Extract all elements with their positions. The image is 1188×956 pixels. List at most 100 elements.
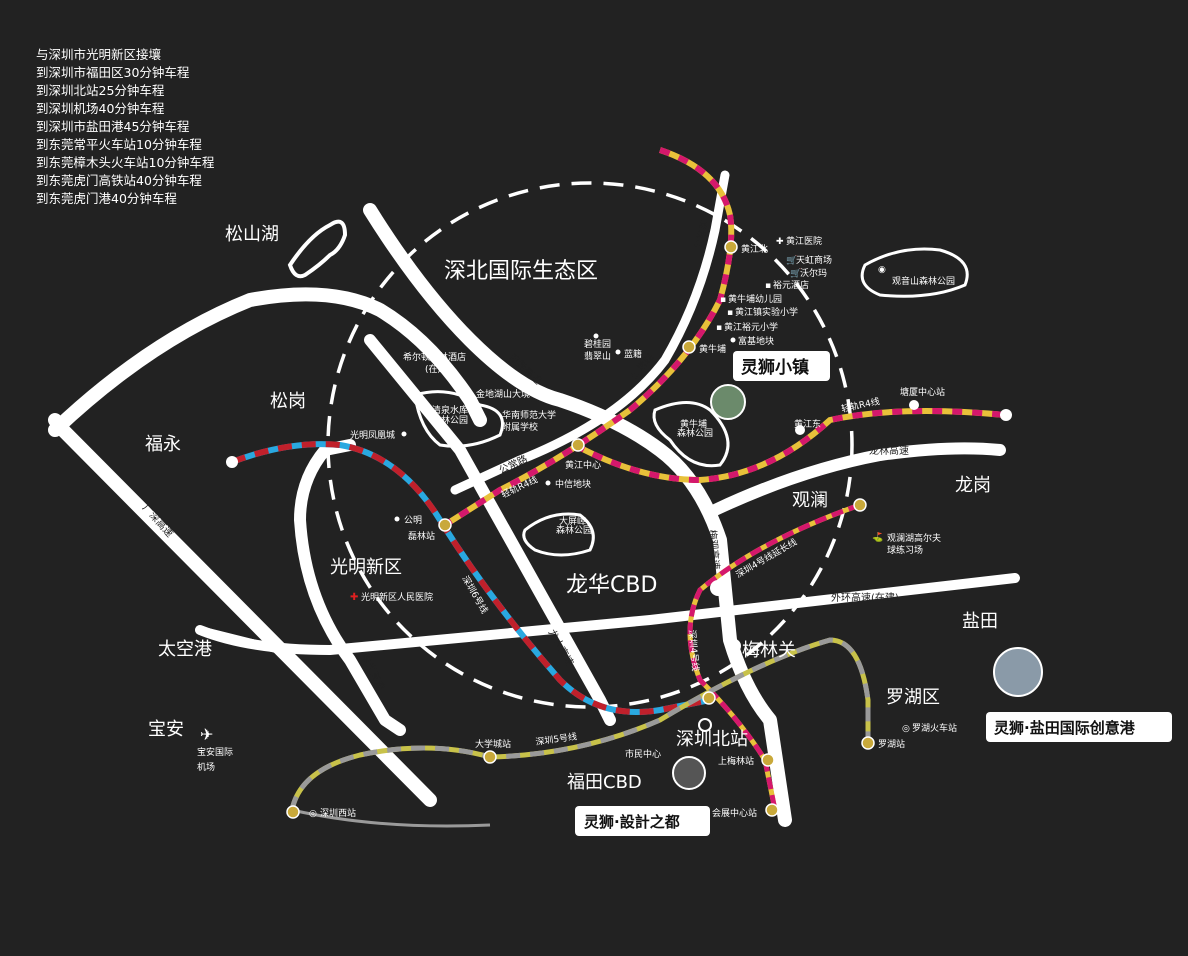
poi-tangxia: 塘厦中心站	[900, 386, 945, 398]
poi-huanan: 华南师范大学	[502, 409, 556, 421]
shopping-cart-icon: 🛒	[786, 254, 797, 266]
poi-huanan-sub: 附属学校	[502, 421, 538, 433]
poi-hilton: 希尔顿逸林酒店	[403, 351, 466, 363]
metro-station-icon	[853, 498, 867, 512]
poi-feicuishan: 翡翠山	[584, 350, 611, 362]
poi-qingquan-sub: 森林公园	[432, 414, 468, 426]
poi-fuji: 富基地块	[738, 335, 774, 347]
metro-station-icon	[571, 438, 585, 452]
train-icon: ◎	[309, 809, 317, 819]
poi-fenghuang: 光明凤凰城	[350, 429, 395, 441]
project-linshi-town[interactable]: 灵狮小镇	[710, 351, 830, 420]
road-label-gongchang: 公常路	[497, 452, 530, 476]
metro-line-5	[289, 637, 871, 811]
district-taikong: 太空港	[158, 639, 212, 660]
travel-time-list: 与深圳市光明新区接壤 到深圳市福田区30分钟车程 到深圳北站25分钟车程 到深圳…	[36, 46, 214, 208]
poi-shangmeilin: 上梅林站	[718, 755, 754, 767]
poi-airport: 宝安国际	[197, 746, 233, 758]
poi-dapingzhang-sub: 森林公园	[556, 524, 592, 536]
poi-jindi: 金地湖山大境	[476, 388, 530, 400]
line-end-icon	[909, 400, 919, 410]
project-design-city[interactable]: 灵狮·設計之都	[575, 756, 710, 836]
poi-qingquan: 清泉水库	[432, 404, 468, 416]
project-linshi-town-bubble	[733, 351, 830, 381]
poi-dot	[467, 390, 473, 396]
metro-station-icon	[761, 753, 775, 767]
poi-huangjiang-center: 黄江中心	[565, 459, 601, 471]
poi-yuyuan-school: 黄江裕元小学	[724, 321, 778, 333]
junction-icon	[710, 580, 726, 596]
train-icon	[698, 718, 712, 732]
info-line: 与深圳市光明新区接壤	[36, 47, 162, 62]
road-label-metro6: 深圳6号线	[459, 574, 490, 616]
poi-dot	[401, 431, 407, 437]
poi-dot	[545, 480, 551, 486]
road-label-meiguan: 梅观高速	[706, 529, 722, 570]
metro-station-icon	[765, 803, 779, 817]
project-design-city-label: 灵狮·設計之都	[584, 813, 680, 831]
district-meilinguan: 梅林关	[742, 640, 796, 661]
poi-huangjiang-north: 黄江北	[741, 243, 768, 255]
poi-labels: 希尔顿逸林酒店 (在建) 金地湖山大境 华南师范大学 附属学校 清泉水库 森林公…	[197, 235, 957, 819]
line-end-icon	[1000, 409, 1012, 421]
poi-yuyuan-hotel: 裕元酒店	[773, 279, 809, 291]
poi-huangniupu: 黄牛埔	[699, 343, 726, 355]
district-baoan: 宝安	[148, 719, 184, 740]
taikong-road	[196, 626, 284, 654]
shopping-cart-icon: 🛒	[790, 267, 801, 279]
poi-guanyin: 观音山森林公园	[892, 275, 955, 287]
hotel-icon: ▪	[765, 281, 771, 291]
district-songshan-lake: 松山湖	[225, 224, 279, 245]
train-icon: ◎	[902, 724, 910, 734]
poi-shenzhen-west: 深圳西站	[320, 807, 356, 819]
hospital-icon: ✚	[776, 237, 784, 247]
poi-luohu-train: 罗湖火车站	[912, 722, 957, 734]
metro-station-icon	[861, 736, 875, 750]
longlin-highway	[709, 442, 1006, 516]
info-line: 到深圳市盐田港45分钟车程	[36, 119, 190, 134]
district-yantian: 盐田	[962, 611, 998, 632]
metro-station-icon	[286, 805, 300, 819]
line-end-icon	[795, 425, 805, 435]
poi-shiyan: 黄江镇实验小学	[735, 306, 798, 318]
line-end-icon	[226, 456, 238, 468]
junction-icon	[727, 639, 741, 653]
district-futian-cbd: 福田CBD	[567, 772, 642, 793]
metro-station-icon	[702, 691, 716, 705]
metro-station-icon	[438, 518, 452, 532]
dapingzhang-park-shape	[522, 512, 595, 557]
info-line: 到东莞虎门高铁站40分钟车程	[36, 173, 202, 188]
project-yantian-port-bubble	[986, 712, 1172, 742]
school-icon: ▪	[716, 323, 722, 333]
guanyin-park-shape	[860, 247, 969, 298]
poi-dot	[593, 333, 599, 339]
station-markers	[226, 240, 1012, 819]
light-rail-r4-east	[573, 408, 1006, 484]
poi-hnp-park-sub: 森林公园	[677, 427, 713, 439]
project-photo-icon	[993, 647, 1043, 697]
huangniupu-park-shape	[652, 401, 730, 468]
project-yantian-port[interactable]: 灵狮·盐田国际创意港	[986, 647, 1172, 742]
poi-hnp-park: 黄牛埔	[680, 418, 707, 430]
metro-line-5-tail	[291, 808, 491, 828]
info-line: 到东莞虎门港40分钟车程	[36, 191, 177, 206]
project-photo-icon	[710, 384, 746, 420]
road-label-waihuan: 外环高速(在建)	[831, 591, 899, 604]
poi-airport-sub: 机场	[197, 761, 215, 773]
project-design-city-bubble	[575, 806, 710, 836]
district-guangming: 光明新区	[330, 557, 402, 578]
nanguang-highway	[294, 439, 406, 736]
road-label-longlin: 龙林高速	[869, 444, 909, 457]
golf-icon: ⛳	[872, 531, 883, 543]
poi-gm-hospital: 光明新区人民医院	[361, 591, 433, 603]
zone-title: 深北国际生态区	[444, 259, 598, 284]
info-line: 到东莞樟木头火车站10分钟车程	[36, 155, 215, 170]
poi-golf-sub: 球练习场	[887, 544, 923, 556]
road-label-metro5: 深圳5号线	[535, 730, 578, 748]
school-icon: ▪	[720, 295, 726, 305]
poi-golf: 观澜湖高尔夫	[887, 532, 941, 544]
qingquan-park-shape	[413, 390, 504, 448]
poi-kinder: 黄牛埔幼儿园	[728, 293, 782, 305]
poi-dot	[615, 349, 621, 355]
poi-walmart: 沃尔玛	[800, 267, 827, 279]
